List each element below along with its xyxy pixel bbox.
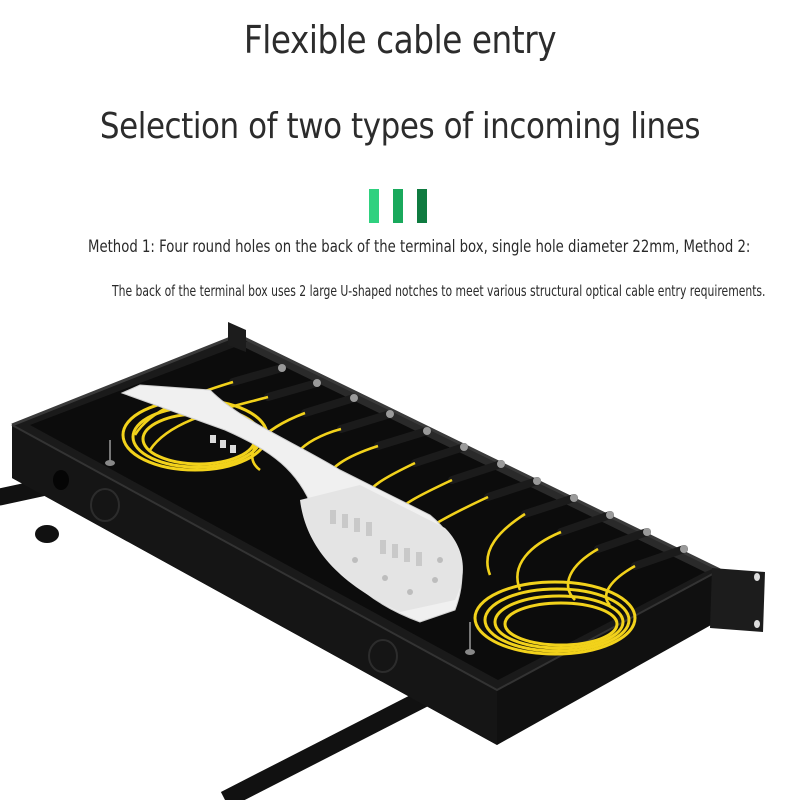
incoming-cable-bottom xyxy=(220,681,445,800)
round-hole-icon xyxy=(35,525,59,543)
divider-bar xyxy=(369,189,379,223)
rack-ear-left xyxy=(228,322,246,352)
description-line-2: The back of the terminal box uses 2 larg… xyxy=(112,282,766,300)
terminal-box-illustration xyxy=(0,322,765,800)
divider-bars-icon xyxy=(369,189,429,223)
fiber-coil-right xyxy=(473,580,637,656)
divider-bar xyxy=(393,189,403,223)
rack-ear-right xyxy=(710,568,765,632)
adapter-row xyxy=(229,364,688,570)
divider-bar xyxy=(417,189,427,223)
splice-tray xyxy=(120,384,463,623)
page-subtitle: Selection of two types of incoming lines xyxy=(99,106,701,147)
page-title: Flexible cable entry xyxy=(243,18,557,62)
description-line-1: Method 1: Four round holes on the back o… xyxy=(88,237,751,257)
